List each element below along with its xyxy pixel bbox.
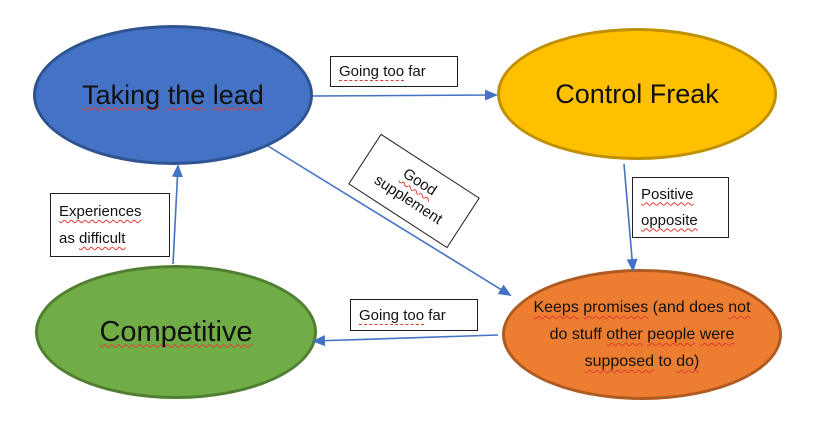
word: Keeps [533,299,579,316]
word: Going too [359,306,425,324]
edge-label-positive-opposite[interactable]: Positive opposite [632,177,729,238]
node-taking-the-lead[interactable]: Taking the lead [33,25,313,165]
word: were [699,326,735,343]
word: the [167,79,206,110]
edge-label-experiences-as-difficult[interactable]: Experiences as difficult [50,193,170,257]
word: stuff [571,326,602,343]
edge-label-text-line1: Experiences [59,198,161,225]
edge-label-going-too-far-top[interactable]: Going too far [330,56,458,87]
word: lead [212,79,264,110]
node-taking-the-lead-label: Taking the lead [82,80,264,111]
word: Going too [339,63,405,80]
word: far [428,306,446,324]
word: difficult [79,230,126,247]
arrow-taking-to-control[interactable] [312,89,498,101]
word: to [658,353,672,370]
node-control-freak[interactable]: Control Freak [497,28,777,160]
arrow-control-to-keeps[interactable] [623,163,638,272]
node-competitive-label: Competitive [99,316,252,349]
edge-label-text-line1: Positive [641,182,720,208]
word: Experiences [59,203,142,220]
word: (and [652,299,685,316]
word: supposed [584,353,654,370]
word: Taking [82,79,161,110]
word: does [689,299,724,316]
word: Competitive [99,315,253,348]
word: not [728,299,751,316]
word: Positive [641,185,694,203]
edge-label-going-too-far-bottom[interactable]: Going too far [350,299,478,331]
edge-label-text-line2: as difficult [59,225,161,252]
word: people [647,326,696,343]
node-keeps-promises-line1: Keeps promises (and does not [533,294,750,321]
word: other [606,326,643,343]
word: as [59,230,75,247]
edge-label-text: Going too far [339,63,449,80]
arrow-taking-to-keeps[interactable] [267,145,512,297]
word: far [408,63,426,80]
node-competitive[interactable]: Competitive [35,265,317,399]
word: do) [676,353,700,370]
node-keeps-promises-line3: supposed to do) [585,348,700,375]
arrow-competitive-to-taking[interactable] [171,164,183,265]
node-keeps-promises[interactable]: Keeps promises (and does not do stuff ot… [502,269,782,400]
edge-label-text-line2: opposite [641,208,720,234]
arrow-keeps-to-competitive[interactable] [312,334,499,347]
word: promises [583,299,649,316]
node-keeps-promises-line2: do stuff other people were [550,321,735,348]
word: opposite [641,211,698,229]
node-control-freak-label: Control Freak [555,78,719,109]
edge-label-text: Going too far [359,307,469,324]
word: do [549,326,568,343]
